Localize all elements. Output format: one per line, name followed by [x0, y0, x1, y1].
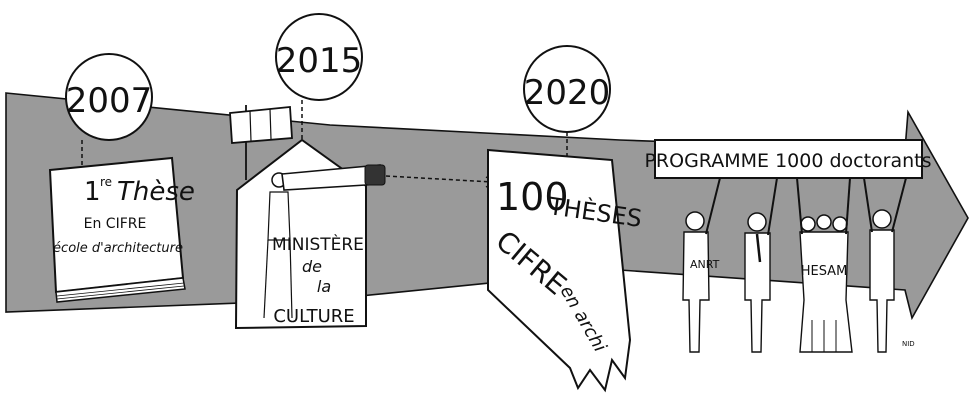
thesis-banner — [487, 148, 632, 393]
badge-hesam: HESAM — [801, 264, 848, 279]
programme-group: PROGRAMME 1000 doctorants ANRT H — [644, 139, 932, 353]
person-icon — [682, 177, 721, 353]
person-icon — [263, 172, 293, 319]
telescope-line — [385, 175, 493, 183]
ministry-line1: MINISTÈRE — [272, 233, 364, 255]
ministry-line3: la — [317, 277, 331, 296]
book-line1-title: Thèse — [117, 177, 195, 207]
milestone-2015: 2015 MINISTÈRE de la CULTURE — [229, 13, 498, 330]
year-bubble-2007 — [65, 53, 153, 141]
year-2015: 2015 — [276, 41, 363, 81]
milestone-2020: 2020 100 THÈSES CIFRE en archi — [487, 45, 644, 393]
badge-anrt: ANRT — [690, 258, 720, 271]
banner-line1: 100 — [496, 175, 569, 219]
year-2020: 2020 — [524, 73, 611, 113]
flag-icon — [229, 105, 293, 180]
artist-signature: NID — [902, 340, 915, 348]
group-icon — [796, 177, 853, 353]
book-line1-superscript: re — [100, 175, 112, 189]
book-line3: école d'architecture — [53, 241, 183, 256]
programme-sign-label: PROGRAMME 1000 doctorants — [644, 150, 931, 172]
person-icon — [863, 177, 907, 353]
milestone-2007: 2007 1 re Thèse En CIFRE école d'archite… — [48, 53, 195, 303]
ministry-line2: de — [302, 257, 322, 276]
book-line1-number: 1 — [84, 177, 101, 207]
year-2007: 2007 — [66, 81, 153, 121]
person-icon — [744, 177, 778, 353]
book-line2: En CIFRE — [84, 216, 147, 232]
book-icon — [48, 156, 186, 303]
year-bubble-2015 — [275, 13, 363, 101]
programme-sign — [654, 139, 923, 179]
telescope-icon — [281, 164, 386, 191]
ministry-line4: CULTURE — [273, 306, 354, 327]
